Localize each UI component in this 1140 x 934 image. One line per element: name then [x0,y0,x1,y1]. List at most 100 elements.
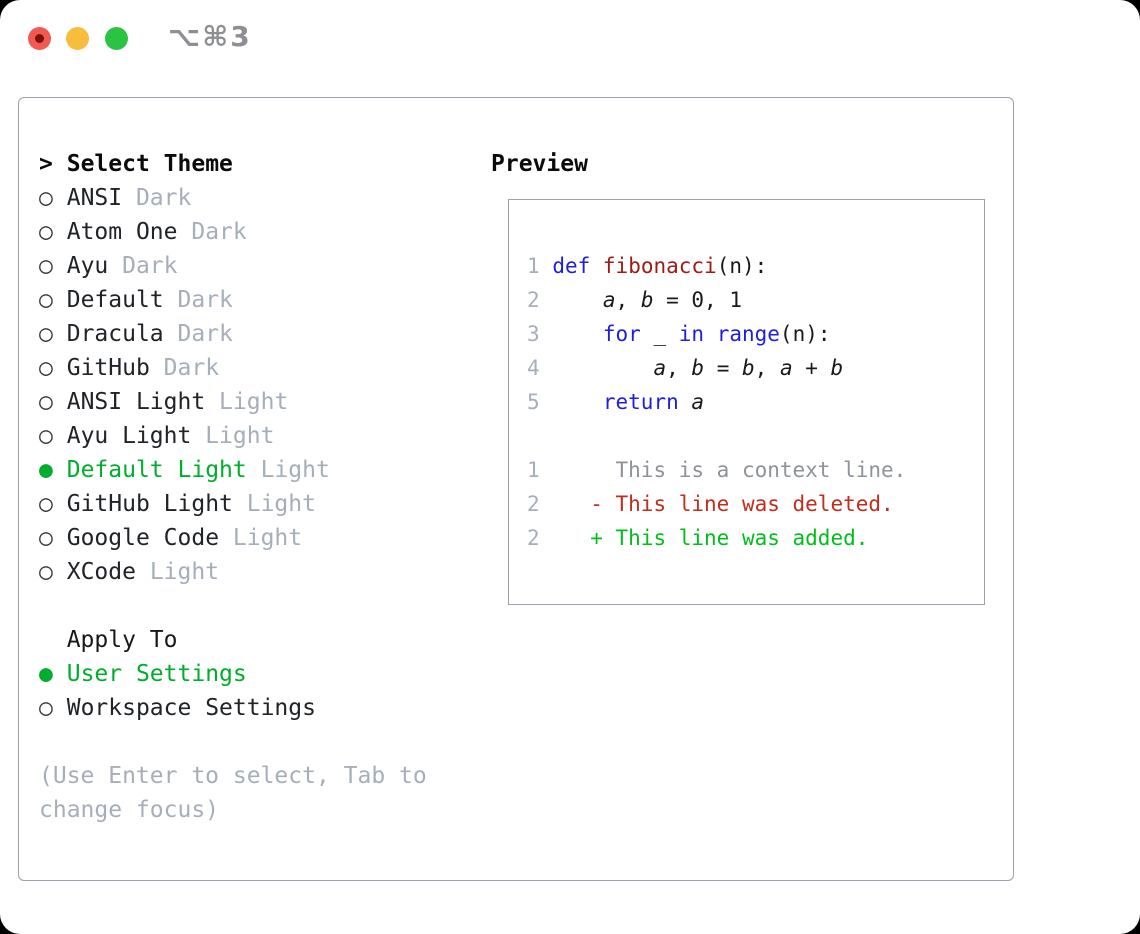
radio-icon: ○ [39,321,53,347]
line-number: 2 [527,526,540,550]
theme-name: ANSI Light [66,389,206,415]
theme-name: Ayu [66,253,109,279]
code-segment [679,390,692,414]
theme-option[interactable]: ○ XCode Light [39,555,487,589]
code-segment: def [552,254,591,278]
code-segment [540,492,591,516]
code-segment: b [691,356,705,380]
radio-icon: ○ [39,423,53,449]
code-segment: , [754,356,780,380]
theme-option[interactable]: ○ GitHub Light Light [39,487,487,521]
theme-option[interactable]: ○ Google Code Light [39,521,487,555]
theme-name: GitHub Light [66,491,233,517]
theme-option[interactable]: ○ Ayu Light Light [39,419,487,453]
radio-icon: ○ [39,219,53,245]
radio-icon: ○ [39,355,53,381]
theme-name: Ayu Light [66,423,192,449]
code-segment: = 0, 1 [653,288,742,312]
code-line: 5 return a [527,385,984,419]
theme-name: Default Light [66,457,247,483]
radio-icon: ○ [39,287,53,313]
code-segment: return [602,390,679,414]
close-button[interactable] [28,27,51,50]
apply-to-option[interactable]: ● User Settings [39,657,487,691]
code-line: 3 for _ in range(n): [527,317,984,351]
code-segment: _ [640,322,679,346]
code-segment: a [653,356,667,380]
line-number: 2 [527,492,540,516]
code-segment: a [602,288,616,312]
radio-icon: ○ [39,695,53,721]
theme-option[interactable]: ● Default Light Light [39,453,487,487]
hint-text: (Use Enter to select, Tab to change focu… [39,763,427,823]
radio-selected-icon: ● [39,457,53,483]
apply-to-label: Apply To [66,627,178,653]
radio-icon: ○ [39,389,53,415]
code-segment [540,458,616,482]
code-segment: in [678,322,705,346]
theme-variant: Dark [108,253,178,279]
theme-option[interactable]: ○ GitHub Dark [39,351,487,385]
code-line: 1 def fibonacci(n): [527,249,984,283]
radio-icon: ○ [39,559,53,585]
apply-to-option[interactable]: ○ Workspace Settings [39,691,487,725]
cursor-icon: > [39,151,53,177]
theme-option[interactable]: ○ Default Dark [39,283,487,317]
line-number: 2 [527,288,540,312]
theme-option[interactable]: ○ ANSI Dark [39,181,487,215]
code-segment [540,356,654,380]
zoom-button[interactable] [105,27,128,50]
theme-variant: Light [191,423,275,449]
theme-name: ANSI [66,185,123,211]
theme-variant: Light [205,389,289,415]
apply-to-option-label: User Settings [66,661,247,687]
line-number: 1 [527,458,540,482]
code-segment [540,254,553,278]
code-segment: (n): [779,322,831,346]
select-theme-header: > Select Theme [39,147,487,181]
line-number: 3 [527,322,540,346]
code-segment [704,322,717,346]
code-line: 2 a, b = 0, 1 [527,283,984,317]
apply-to-option-label: Workspace Settings [66,695,316,721]
radio-icon: ○ [39,491,53,517]
code-line: 2 + This line was added. [527,521,984,555]
theme-variant: Dark [122,185,192,211]
line-number: 1 [527,254,540,278]
code-segment: + This line was added. [590,526,869,550]
theme-selector-panel: > Select Theme ○ ANSI Dark○ Atom One Dar… [18,97,1014,881]
code-segment: , [666,356,692,380]
code-segment [540,322,603,346]
code-segment: + [792,356,831,380]
code-segment [590,254,603,278]
code-segment [540,526,591,550]
theme-name: Dracula [66,321,164,347]
theme-selector-column: > Select Theme ○ ANSI Dark○ Atom One Dar… [39,147,487,827]
spacer [39,589,487,623]
theme-variant: Dark [163,321,233,347]
close-dot-icon [35,34,44,43]
code-segment: = [704,356,742,380]
code-segment: This is a context line. [615,458,907,482]
theme-variant: Light [246,457,330,483]
apply-to-header: Apply To [39,623,487,657]
select-theme-label: Select Theme [66,151,233,177]
code-segment: (n): [716,254,768,278]
code-segment: , [615,288,641,312]
theme-name: Google Code [66,525,220,551]
radio-icon: ○ [39,185,53,211]
code-segment [540,288,603,312]
theme-variant: Dark [149,355,220,381]
theme-option[interactable]: ○ Atom One Dark [39,215,487,249]
theme-option[interactable]: ○ ANSI Light Light [39,385,487,419]
code-segment: b [830,356,844,380]
theme-option[interactable]: ○ Dracula Dark [39,317,487,351]
code-segment: fibonacci [602,254,717,278]
theme-variant: Dark [163,287,233,313]
minimize-button[interactable] [66,27,89,50]
code-segment: range [716,322,780,346]
theme-option[interactable]: ○ Ayu Dark [39,249,487,283]
code-line [527,419,984,453]
line-number: 5 [527,390,540,414]
